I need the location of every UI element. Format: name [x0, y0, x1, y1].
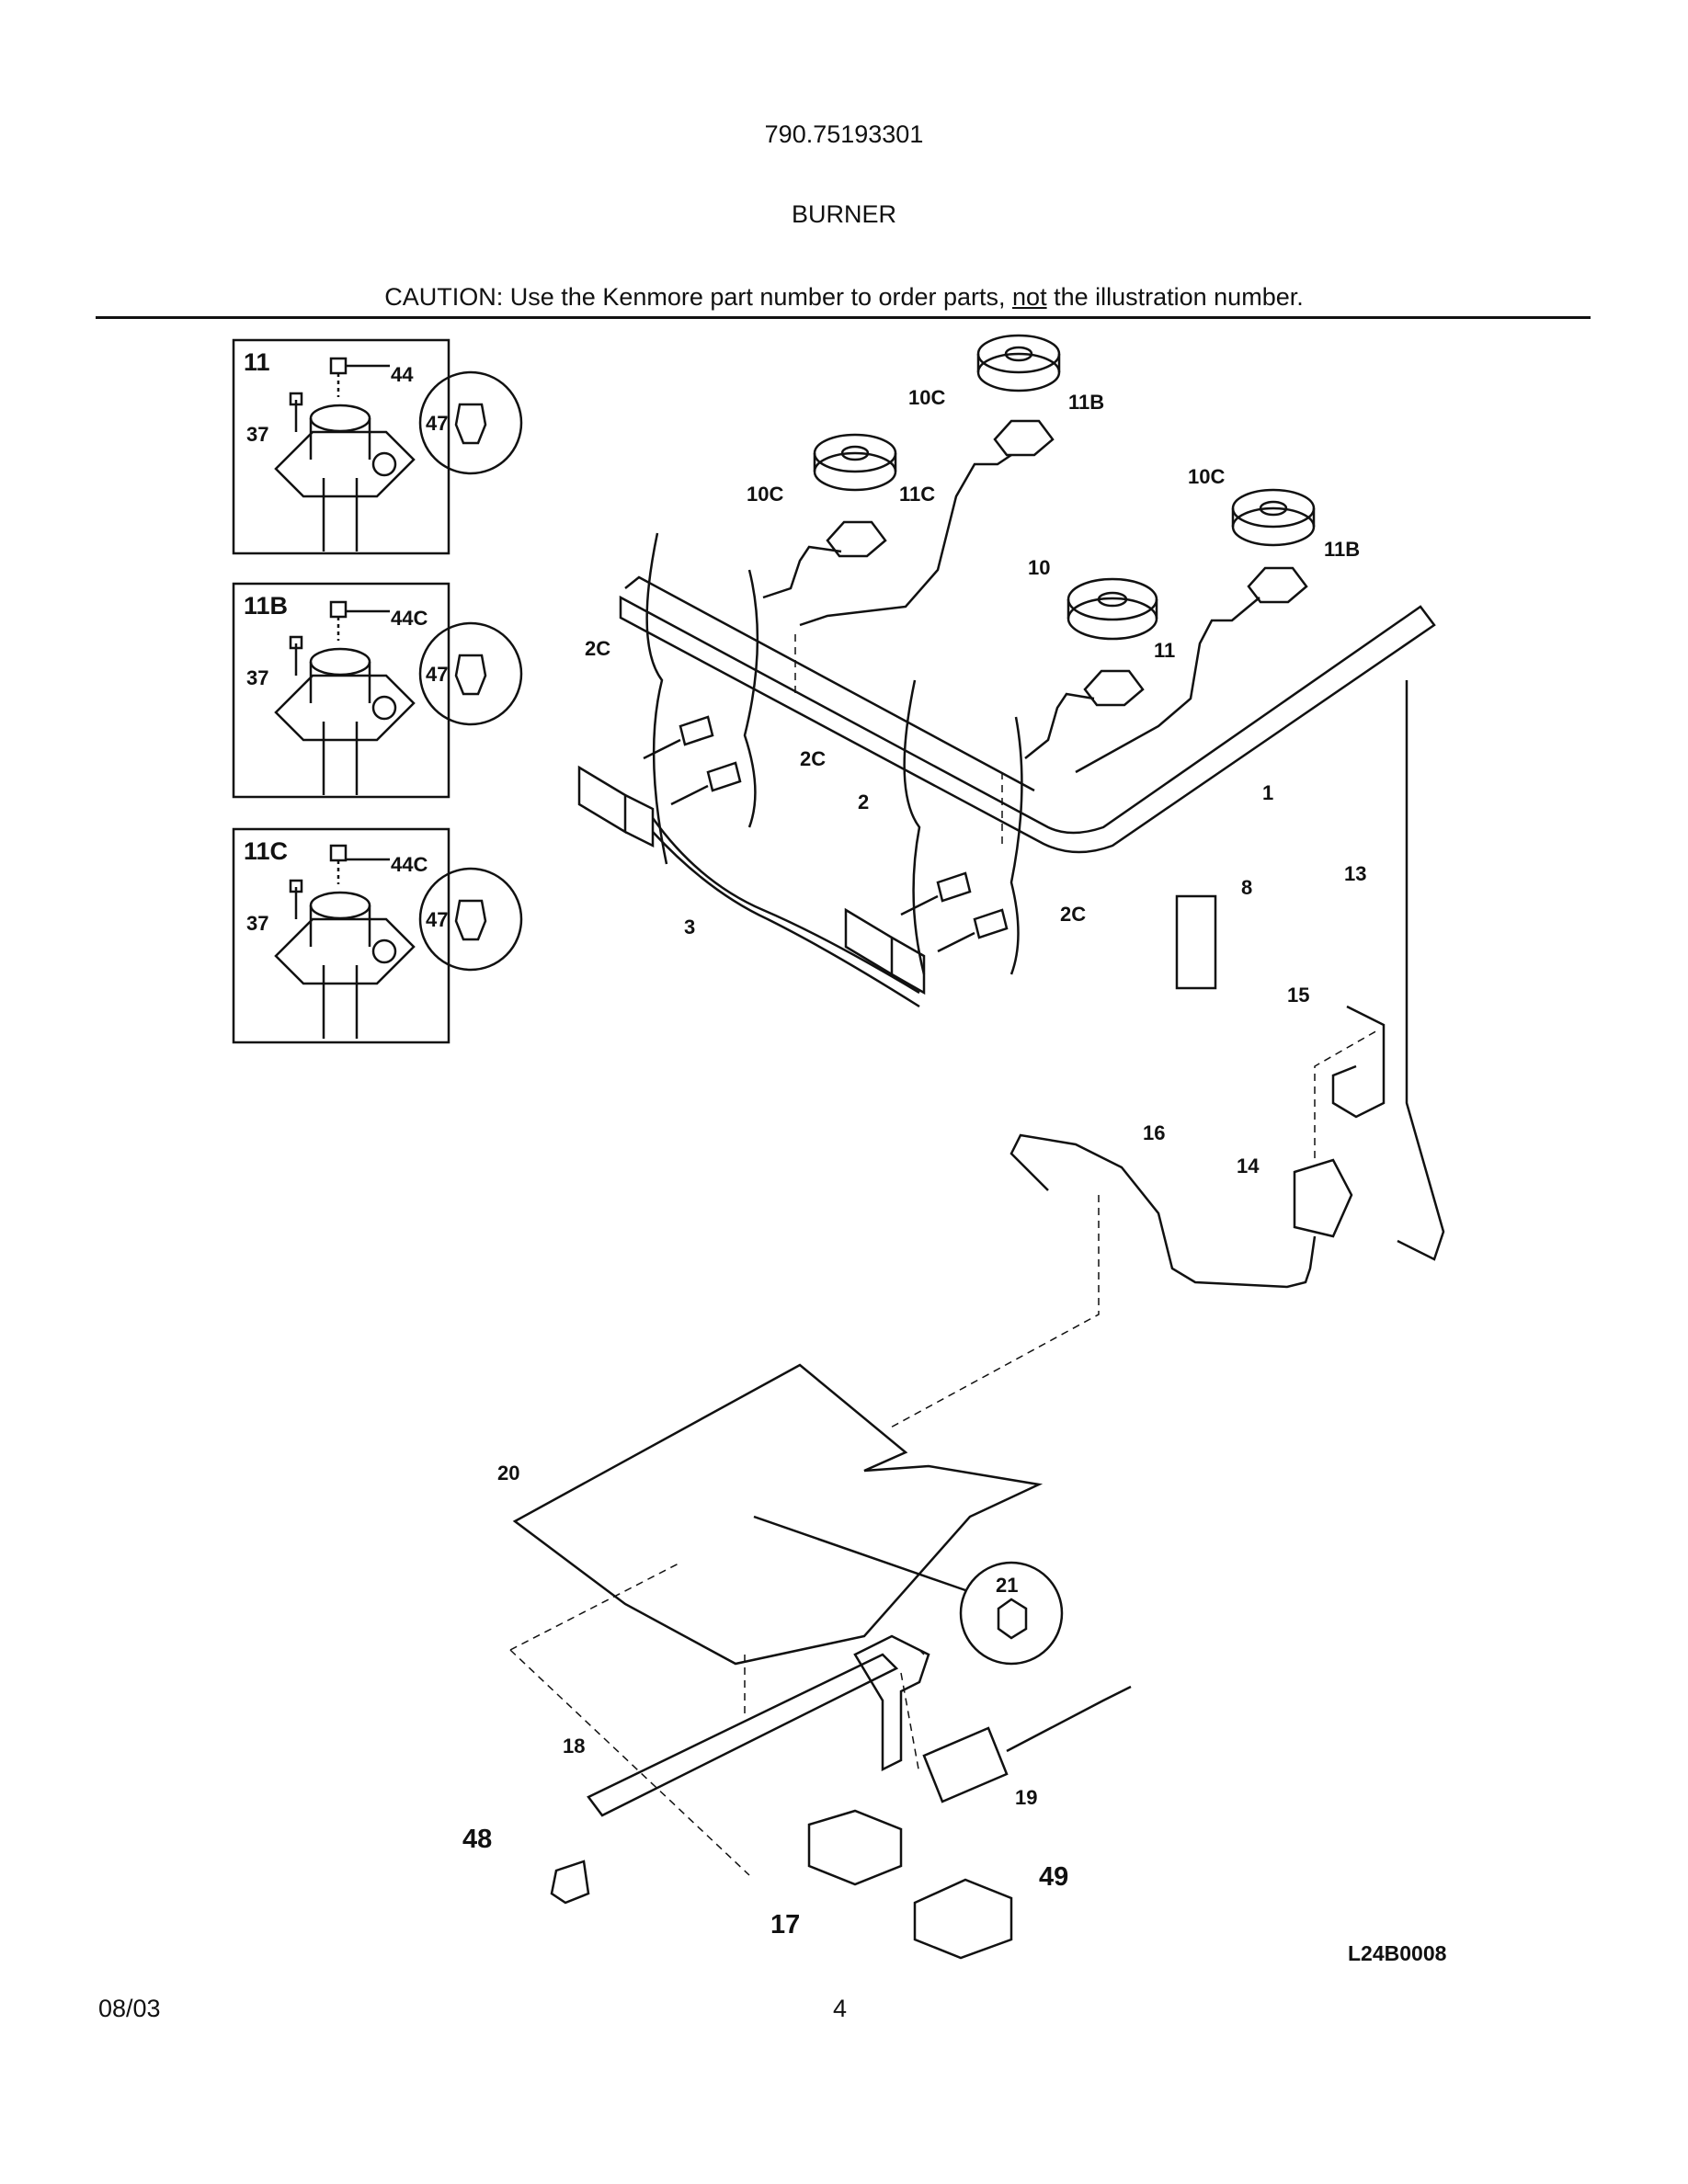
- wire-harness-3: [651, 817, 920, 1008]
- callout-14: 14: [1237, 1155, 1260, 1177]
- inset-frame-11c: [232, 827, 451, 1044]
- callout-10c-b: 10C: [747, 483, 783, 506]
- inset-callout-37-a: 37: [246, 423, 268, 446]
- gas-tube-11b-rear: [799, 453, 1012, 627]
- callout-15: 15: [1287, 984, 1309, 1007]
- inset-callout-47-b: 47: [426, 663, 448, 686]
- burner-baffle-20: [512, 1363, 1044, 1666]
- section-title: BURNER: [791, 200, 896, 228]
- caution-prefix: CAUTION: Use the Kenmore part number to …: [384, 283, 1013, 311]
- burner-head-10: [1066, 577, 1158, 641]
- callout-11b-a: 11B: [1068, 391, 1104, 414]
- dashed-guides: [509, 634, 1380, 1876]
- igniter-19: [922, 1685, 1132, 1803]
- callout-2c-c: 2C: [1060, 903, 1086, 926]
- figure-code: L24B0008: [1348, 1941, 1447, 1965]
- valves-left-group: [643, 532, 759, 865]
- inset-11c-valve-drawing: [274, 844, 523, 1039]
- callout-10c-c: 10C: [1188, 465, 1225, 488]
- valves-right-group: [900, 679, 1023, 975]
- support-bracket-3-right: [844, 907, 926, 995]
- part-21-nut-icon: [997, 1598, 1028, 1640]
- callout-18: 18: [563, 1735, 585, 1757]
- burner-head-10c-rear-left: [976, 334, 1061, 392]
- callout-11b-b: 11B: [1324, 538, 1360, 561]
- model-number: 790.75193301: [764, 120, 924, 148]
- burner-base-11b-right: [1247, 566, 1308, 604]
- callout-49: 49: [1039, 1862, 1068, 1892]
- caution-note: CAUTION: Use the Kenmore part number to …: [0, 283, 1688, 312]
- inset-callout-44c-a: 44C: [391, 607, 428, 630]
- callout-16: 16: [1143, 1121, 1165, 1144]
- inset-frame-11: [232, 338, 451, 555]
- callout-13: 13: [1344, 862, 1366, 885]
- callout-21: 21: [996, 1574, 1018, 1597]
- callout-3: 3: [684, 916, 695, 938]
- inset-title-11: 11: [244, 348, 270, 376]
- callout-20: 20: [497, 1462, 519, 1484]
- callout-2c-a: 2C: [585, 637, 610, 660]
- inset-frame-11b: [232, 582, 451, 799]
- burner-base-11: [1083, 669, 1145, 707]
- inset-callout-44c-b: 44C: [391, 853, 428, 876]
- inset-title-11c: 11C: [244, 837, 288, 865]
- page-number: 4: [833, 1995, 848, 2022]
- inset-title-11b: 11B: [244, 592, 288, 620]
- burner-head-10c-right: [1231, 488, 1316, 547]
- callout-10: 10: [1028, 556, 1050, 579]
- part-21-detail-circle: [959, 1561, 1064, 1666]
- burner-base-11b-rear: [993, 419, 1055, 457]
- gas-tube-11b-right: [1075, 597, 1260, 774]
- callout-48: 48: [462, 1825, 492, 1854]
- shield-49: [913, 1878, 1013, 1960]
- caution-suffix: the illustration number.: [1046, 283, 1304, 311]
- inset-callout-47-a: 47: [426, 412, 448, 435]
- bracket-48: [550, 1860, 590, 1905]
- caution-emphasis: not: [1012, 283, 1047, 311]
- gas-line-16: [1009, 1133, 1317, 1289]
- callout-10c-a: 10C: [908, 386, 945, 409]
- manifold-pipe: [619, 595, 1436, 854]
- leader-21: [753, 1515, 966, 1592]
- inset-callout-37-b: 37: [246, 666, 268, 689]
- callout-2: 2: [858, 791, 869, 813]
- callout-17: 17: [770, 1910, 800, 1939]
- inset-callout-47-c: 47: [426, 908, 448, 931]
- callout-11c: 11C: [899, 483, 935, 506]
- support-bracket-3: [577, 765, 655, 848]
- safety-valve-17: [807, 1809, 903, 1886]
- callout-8: 8: [1241, 876, 1252, 899]
- inset-11b-valve-drawing: [274, 600, 523, 795]
- callout-11: 11: [1154, 639, 1175, 662]
- inset-callout-37-c: 37: [246, 912, 268, 935]
- regulator-14: [1293, 1158, 1353, 1238]
- callout-2c-b: 2C: [800, 747, 826, 770]
- gas-tube-11c: [762, 545, 842, 599]
- regulator-bracket-15: [1331, 1005, 1386, 1119]
- burner-head-10c-left: [813, 433, 897, 492]
- gas-tube-11: [1024, 692, 1095, 759]
- inset-11-valve-drawing: [274, 357, 523, 552]
- callout-1: 1: [1262, 781, 1273, 804]
- footer-date: 08/03: [98, 1995, 161, 2022]
- gas-line-13: [1397, 680, 1445, 1261]
- manifold-rail: [624, 575, 1035, 792]
- inset-callout-44: 44: [391, 363, 414, 386]
- burner-tube-18: [853, 1634, 930, 1772]
- oven-burner-18: [587, 1653, 899, 1817]
- burner-base-11c: [826, 520, 887, 558]
- spark-module-8: [1175, 894, 1217, 990]
- header-rule: [96, 316, 1591, 319]
- callout-19: 19: [1015, 1786, 1037, 1809]
